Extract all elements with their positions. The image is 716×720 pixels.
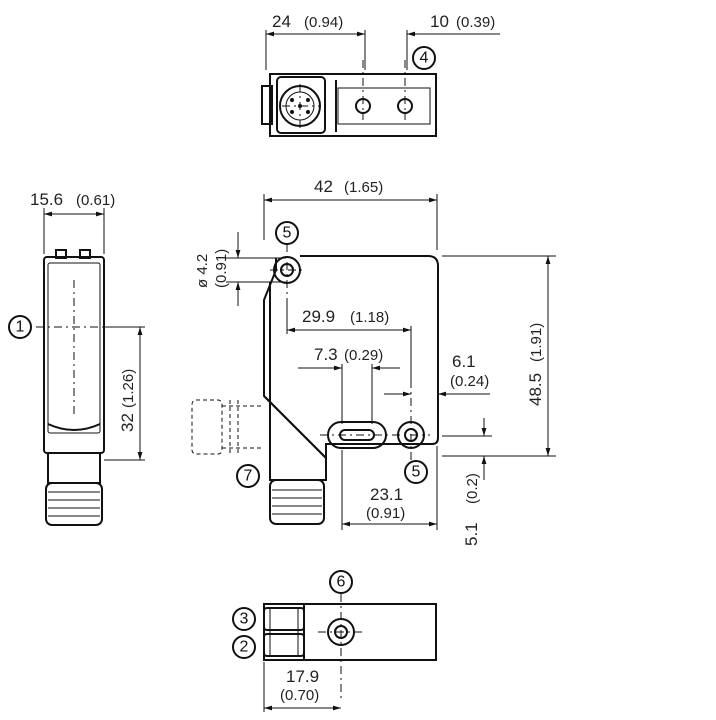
bottom-view: 6 3 2 17.9 (0.70) [232, 570, 437, 712]
dim-hole-dia-in: (0.91) [213, 249, 230, 288]
bottom-body-outline [263, 603, 437, 661]
front-body-outline [263, 255, 439, 461]
rotated-connector-ghost [191, 399, 223, 455]
side-connector-neck [47, 452, 101, 484]
dim-side-width-in: (0.61) [76, 192, 115, 209]
dim-bottom-edge-mm: 5.1 [462, 522, 481, 546]
dim-top-width-mm: 24 [272, 12, 291, 31]
callout-1-label: 1 [16, 319, 25, 336]
callout-2 [232, 635, 256, 659]
callout-3 [232, 607, 256, 631]
front-connector-base [263, 395, 327, 481]
dim-front-width-in: (1.65) [344, 179, 383, 196]
side-lens-window [47, 262, 101, 434]
dim-bottom-edge-in: (0.2) [464, 473, 481, 504]
dim-edge-mm: 6.1 [452, 352, 476, 371]
dim-side-width-mm: 15.6 [30, 190, 63, 209]
top-connector-tab [261, 85, 273, 125]
dim-slot-mm: 7.3 [314, 345, 338, 364]
dim-bottom-offset-mm: 23.1 [370, 485, 403, 504]
dim-slot-in: (0.29) [344, 347, 383, 364]
top-connector-housing [276, 76, 326, 134]
callout-4 [412, 46, 436, 70]
side-connector-plug [45, 482, 103, 526]
dim-hole-spacing-in: (1.18) [350, 309, 389, 326]
top-mount-plate [337, 87, 431, 125]
dim-bottom-view-mm: 17.9 [286, 667, 319, 686]
dim-hole-spacing-mm: 29.9 [302, 307, 335, 326]
dim-bottom-offset-in: (0.91) [366, 505, 405, 522]
front-view: 42 (1.65) ø 4.2 (0.91) 7 [191, 177, 556, 546]
dim-hole-dia-mm: ø 4.2 [194, 254, 211, 288]
callout-3-label: 3 [240, 611, 249, 628]
callout-6-label: 6 [337, 574, 346, 591]
callout-6 [329, 570, 353, 594]
top-view: 24 (0.94) 10 (0.39) 4 [261, 12, 500, 137]
side-lens-bottom [47, 423, 101, 431]
dim-side-height-mm: 32 [118, 413, 137, 432]
callout-5-bottom-label: 5 [412, 464, 421, 481]
callout-1 [8, 315, 32, 339]
callout-5-top-label: 5 [283, 225, 292, 242]
dim-height-mm: 48.5 [526, 373, 545, 406]
callout-2-label: 2 [240, 639, 249, 656]
dim-front-width-mm: 42 [314, 177, 333, 196]
callout-5-top [275, 221, 299, 245]
bottom-view-hole [334, 625, 348, 639]
dim-side-height-in: (1.26) [120, 369, 137, 408]
dim-top-offset-mm: 10 [430, 12, 449, 31]
callout-4-label: 4 [420, 50, 429, 67]
dim-edge-in: (0.24) [450, 373, 489, 390]
dim-top-offset-in: (0.39) [456, 14, 495, 31]
dim-top-width-in: (0.94) [304, 14, 343, 31]
callout-5-bottom [404, 460, 428, 484]
top-body-outline [269, 73, 437, 137]
callout-7-label: 7 [244, 468, 253, 485]
dim-height-in: (1.91) [528, 323, 545, 362]
callout-7 [236, 464, 260, 488]
dim-bottom-view-in: (0.70) [280, 687, 319, 704]
front-connector-plug [269, 479, 325, 525]
side-view: 15.6 (0.61) 32 (1.26) 1 [8, 190, 145, 526]
